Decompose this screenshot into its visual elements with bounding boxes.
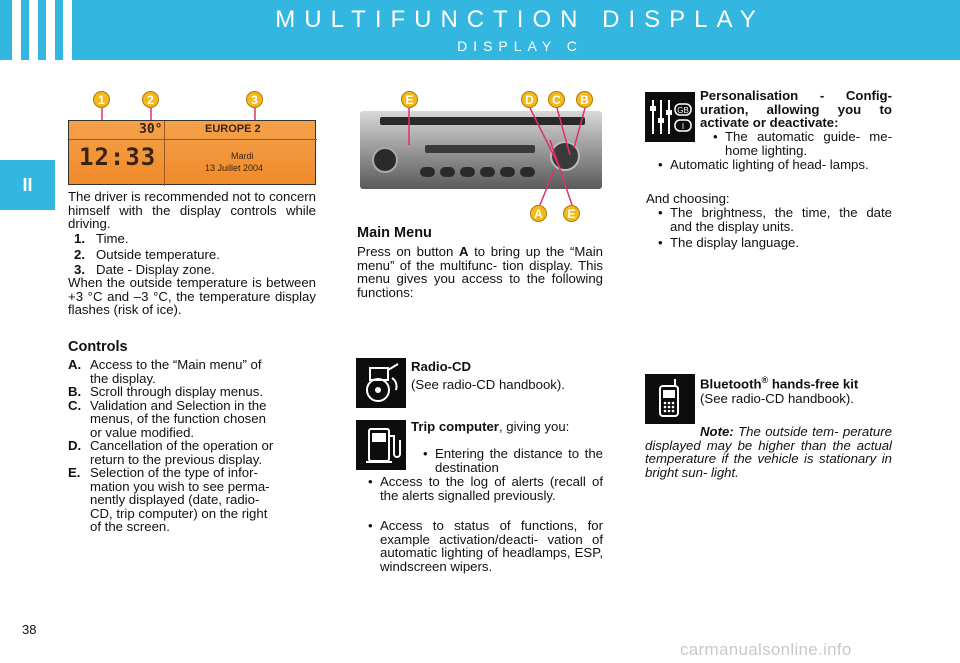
personalisation-heading: Personalisation - Config- uration, allow… [700, 88, 892, 130]
bullet-text: Entering the distance to the destination [435, 446, 603, 475]
control-key: A. [68, 357, 82, 372]
trip-bullet-2: •Access to the log of alerts (recall of … [368, 474, 603, 503]
page-subtitle: DISPLAY C [457, 38, 583, 54]
personalisation-bullet-2: •Automatic lighting of head- lamps. [658, 157, 869, 172]
chapter-tab: II [0, 160, 55, 210]
control-key: E. [68, 465, 81, 480]
marker-e-top: E [401, 91, 418, 108]
header-stripe [12, 0, 21, 60]
choosing-bullet-2: •The display language. [658, 235, 800, 250]
and-choosing-label: And choosing: [646, 191, 730, 206]
choosing-bullet-1: •The brightness, the time, the date and … [658, 205, 892, 234]
bullet-text: Access to status of functions, for examp… [380, 518, 603, 574]
control-key: B. [68, 384, 82, 399]
main-menu-heading: Main Menu [357, 225, 432, 241]
bluetooth-text: (See radio-CD handbook). [700, 391, 854, 406]
radio-cd-text: (See radio-CD handbook). [411, 377, 565, 392]
marker-3: 3 [246, 91, 263, 108]
personalisation-bullet-1: •The automatic guide- me-home lighting. [713, 129, 892, 158]
main-menu-text: Press on button A to bring up the “Main … [357, 245, 603, 299]
marker-e-bottom: E [563, 205, 580, 222]
radio-leader-lines [408, 107, 586, 206]
display-date: 13 Juillet 2004 [205, 163, 264, 173]
display-temperature: 30° [139, 122, 163, 137]
control-text: Selection of the type of infor- [90, 465, 258, 480]
header-stripe [63, 0, 72, 60]
marker-1: 1 [93, 91, 110, 108]
control-text: menus, of the function chosen [90, 411, 266, 426]
list-value: Time. [96, 231, 129, 246]
control-text: Cancellation of the operation or [90, 438, 274, 453]
marker-b: B [576, 91, 593, 108]
control-text: Access to the “Main menu” of [90, 357, 262, 372]
header-banner: MULTIFUNCTION DISPLAY DISPLAY C [0, 0, 960, 60]
control-text: the display. [90, 370, 156, 386]
control-text: of the screen. [90, 519, 170, 534]
radio-cd-heading: Radio-CD [411, 359, 472, 374]
list-value: Outside temperature. [96, 246, 220, 262]
control-key: C. [68, 397, 82, 413]
temperature-note: Note: The outside tem- perature displaye… [645, 425, 892, 479]
bullet-text: The display language. [670, 235, 800, 250]
control-text: Scroll through display menus. [90, 384, 263, 399]
control-text: mation you wish to see perma- [90, 478, 270, 494]
bluetooth-title: Bluetooth [700, 376, 762, 392]
registered-mark: ® [761, 375, 769, 385]
control-key: D. [68, 438, 82, 453]
main-menu-button-ref: A [458, 244, 469, 259]
temperature-warning: When the outside temperature is between … [68, 275, 316, 317]
marker-2: 2 [142, 91, 159, 108]
bluetooth-heading: Bluetooth® hands-free kit [700, 374, 858, 391]
settings-sliders-icon: GB I [645, 92, 695, 142]
controls-heading: Controls [68, 339, 128, 355]
radio-cd-icon [356, 358, 406, 408]
control-text: nently displayed (date, radio- [90, 492, 260, 507]
control-text: Validation and Selection in the [90, 397, 267, 413]
main-menu-text-pre: Press on button [357, 244, 454, 259]
list-value: Date - Display zone. [96, 262, 215, 277]
trip-bullet-1: •Entering the distance to the destinatio… [423, 446, 603, 475]
fuel-pump-icon [356, 420, 406, 470]
control-text: return to the previous display. [90, 451, 263, 467]
list-key: 3. [74, 262, 85, 277]
display-station: EUROPE 2 [205, 123, 261, 135]
svg-text:I: I [682, 122, 684, 131]
main-menu-text-post: to bring up the “Main menu” of the multi… [357, 244, 603, 300]
bullet-text: The brightness, the time, the date and t… [670, 205, 892, 234]
page-number: 38 [22, 622, 37, 637]
marker-d: D [521, 91, 538, 108]
mobile-phone-icon [645, 374, 695, 424]
trip-computer-text: , giving you: [498, 419, 570, 434]
bullet-text: The automatic guide- me-home lighting. [725, 129, 892, 158]
trip-bullet-3: •Access to status of functions, for exam… [368, 518, 603, 574]
watermark: carmanualsonline.info [680, 640, 852, 659]
marker-c: C [548, 91, 565, 108]
note-label: Note: [700, 424, 734, 439]
page-title: MULTIFUNCTION DISPLAY [275, 6, 765, 33]
list-key: 1. [74, 231, 85, 246]
bluetooth-title-rest: hands-free kit [768, 376, 859, 392]
header-stripe [29, 0, 38, 60]
intro-text: The driver is recommended not to concern… [68, 189, 316, 231]
control-text: or value modified. [90, 424, 195, 440]
intro-list: 1. Time. 2. Outside temperature. 3. Date - … [74, 232, 314, 277]
display-day: Mardi [231, 151, 254, 161]
control-text: CD, trip computer) on the right [90, 505, 268, 521]
trip-computer-heading: Trip computer [411, 419, 499, 434]
svg-text:GB: GB [677, 106, 689, 115]
note-text: The outside tem- perature displayed may … [645, 424, 892, 480]
list-key: 2. [74, 246, 85, 262]
marker-a: A [530, 205, 547, 222]
display-time: 12:33 [79, 143, 157, 171]
trip-computer-intro: Trip computer, giving you: [411, 420, 603, 434]
bullet-text: Access to the log of alerts (recall of t… [380, 474, 603, 503]
header-stripe [46, 0, 55, 60]
multifunction-display-image: 30° EUROPE 2 12:33 Mardi 13 Juillet 2004 [68, 120, 317, 186]
bullet-text: Automatic lighting of head- lamps. [670, 157, 869, 172]
